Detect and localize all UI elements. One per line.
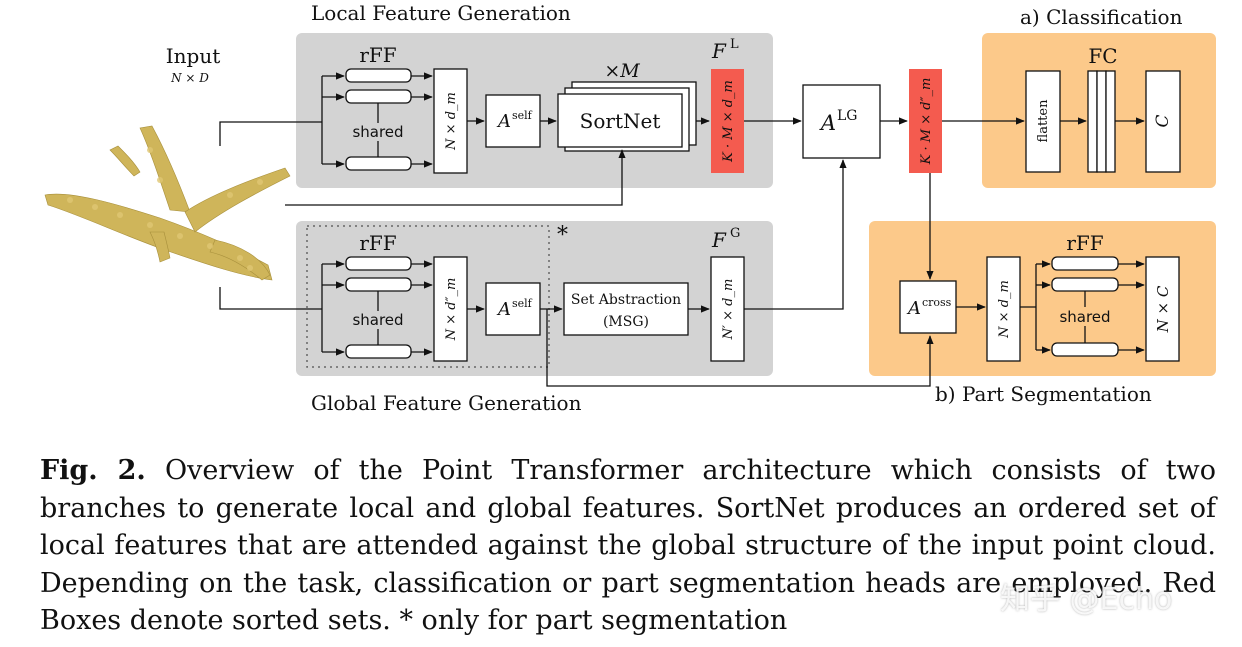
local-output-label: F <box>711 39 727 63</box>
flatten-box <box>1025 70 1061 173</box>
seg-rff-label: rFF <box>1066 231 1103 255</box>
cross-attention-sup: cross <box>922 296 952 309</box>
local-feature-title: Local Feature Generation <box>311 1 571 25</box>
global-output-label: F <box>711 228 727 252</box>
seg-feature-dim: N × d_m <box>997 280 1012 339</box>
seg-rff-bar-1 <box>1051 256 1119 271</box>
flatten-label: flatten <box>1036 99 1051 143</box>
sortnet-box <box>557 93 683 148</box>
local-shared-label: shared <box>352 123 403 141</box>
watermark: 知乎 @Echo <box>1000 582 1173 617</box>
lg-sorted-set <box>909 69 942 173</box>
global-to-cross-line <box>546 309 934 387</box>
global-feature-dim: N × d″_m <box>444 278 459 342</box>
local-global-attention-label: A <box>819 111 836 135</box>
point-cloud-airplane <box>44 125 291 281</box>
segmentation-panel <box>869 221 1216 376</box>
global-rff-bar-3 <box>345 344 412 359</box>
caption-label: Fig. 2. <box>40 455 146 486</box>
seg-output-matrix <box>1145 256 1180 362</box>
seg-rff-fanout <box>1020 264 1037 350</box>
global-feature-matrix <box>433 256 468 362</box>
caption-text: Overview of the Point Transformer archit… <box>40 455 1216 636</box>
local-self-attention-label: A <box>496 111 511 132</box>
sortnet-label: SortNet <box>580 109 661 133</box>
class-output-box <box>1145 70 1181 173</box>
seg-rff-bar-2 <box>1051 277 1119 292</box>
global-feature-title: Global Feature Generation <box>311 391 582 415</box>
local-self-attention-sup: self <box>512 109 533 122</box>
input-to-local-line <box>219 121 296 146</box>
local-rff-fanout <box>296 76 323 164</box>
seg-shared-label: shared <box>1059 308 1110 326</box>
set-abstraction-box <box>563 282 689 336</box>
local-output-sup: L <box>730 37 739 52</box>
global-self-attention-sup: self <box>512 297 533 310</box>
local-global-attention-box <box>802 84 881 159</box>
local-rff-bar-3 <box>345 156 412 171</box>
fc-label: FC <box>1088 44 1117 68</box>
global-rff-label: rFF <box>359 231 396 255</box>
input-title: Input <box>166 44 221 68</box>
local-rff-label: rFF <box>359 43 396 67</box>
input-to-global-line <box>219 287 296 310</box>
input-to-sortnet-line <box>285 149 626 206</box>
local-sorted-set <box>711 69 744 173</box>
local-feature-dim: N × d_m <box>444 92 459 151</box>
global-rff-bar-2 <box>345 277 412 292</box>
global-shared-label: shared <box>352 311 403 329</box>
fc-layer-3 <box>1105 70 1116 173</box>
segmentation-title: b) Part Segmentation <box>935 382 1152 406</box>
cross-attention-box <box>899 280 957 334</box>
local-rff-bar-1 <box>345 68 412 83</box>
seg-output-dim: N × C <box>1154 285 1172 333</box>
local-sorted-dim: K · M × d_m <box>721 80 736 163</box>
local-global-attention-sup: LG <box>837 108 857 124</box>
local-self-attention-box <box>485 94 541 148</box>
class-output-label: C <box>1153 114 1173 127</box>
cross-attention-label: A <box>906 298 921 319</box>
input-dims: N × D <box>170 71 209 85</box>
global-output-dim: N′ × d_m <box>721 279 736 341</box>
global-rff-bar-1 <box>345 256 412 271</box>
global-output-sup: G <box>730 226 740 241</box>
architecture-diagram: Local Feature Generation Global Feature … <box>44 1 1216 415</box>
fc-layer-1 <box>1087 70 1098 173</box>
sortnet-repeat-label: ×M <box>604 60 640 82</box>
global-self-attention-label: A <box>496 299 511 320</box>
set-abstraction-line1: Set Abstraction <box>571 292 681 308</box>
set-abstraction-line2: (MSG) <box>603 314 649 330</box>
local-rff-bar-2 <box>345 89 412 104</box>
classification-title: a) Classification <box>1020 5 1183 29</box>
global-output-matrix <box>710 256 745 362</box>
lg-sorted-dim: K · M × d″_m <box>919 78 934 166</box>
figure-caption: Fig. 2. Overview of the Point Transforme… <box>40 452 1216 640</box>
seg-rff-bar-3 <box>1051 342 1119 357</box>
global-rff-fanout <box>296 264 323 352</box>
seg-feature-matrix <box>986 256 1021 362</box>
part-seg-only-region <box>306 225 550 368</box>
fc-layer-2 <box>1096 70 1107 173</box>
global-self-attention-box <box>485 282 541 336</box>
global-to-lg-line <box>744 159 847 310</box>
part-seg-only-star: * <box>557 223 568 248</box>
